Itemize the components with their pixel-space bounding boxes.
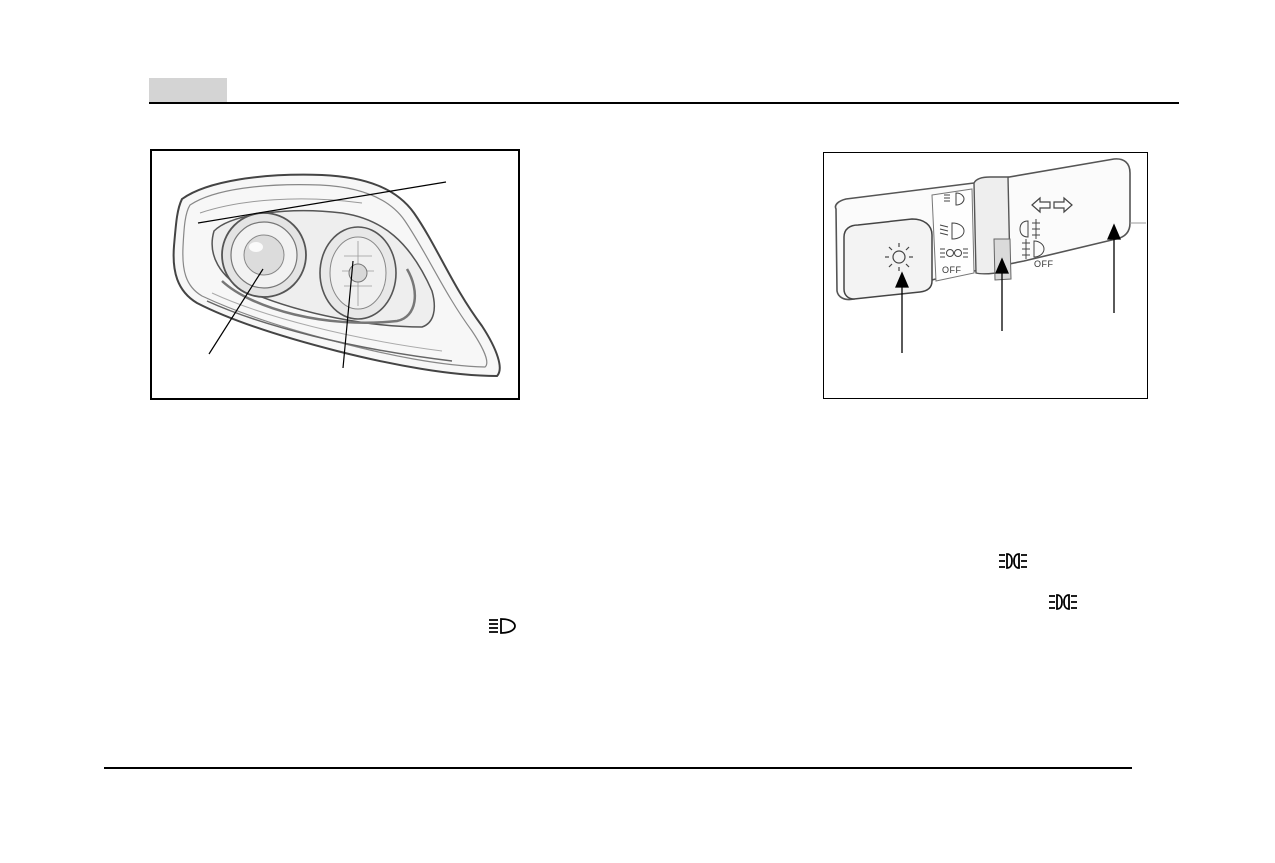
headlamp-assembly-illustration: [172, 173, 501, 378]
turn-signal-arrows-icon: [1031, 196, 1073, 214]
sidelight-position-icon: [940, 248, 968, 258]
header-section-tab: [149, 78, 227, 103]
fog-off-label: OFF: [1034, 259, 1054, 269]
light-off-label: OFF: [942, 265, 962, 275]
header-rule: [149, 102, 1179, 104]
sidelight-symbol-icon: [1049, 594, 1077, 610]
headlamp-figure: [150, 149, 520, 400]
rear-fog-position-icon: [1019, 219, 1040, 239]
combination-light-switch-illustration: OFF OFF: [834, 158, 1146, 353]
front-fog-position-icon: [1022, 239, 1045, 259]
high-beam-position-icon: [944, 192, 965, 206]
footer-rule: [104, 767, 1132, 769]
sidelight-symbol-icon: [999, 553, 1027, 569]
high-beam-symbol-icon: [489, 618, 516, 634]
light-switch-figure: OFF OFF: [823, 152, 1148, 399]
light-sun-icon: [885, 243, 913, 271]
low-beam-position-icon: [939, 222, 965, 240]
